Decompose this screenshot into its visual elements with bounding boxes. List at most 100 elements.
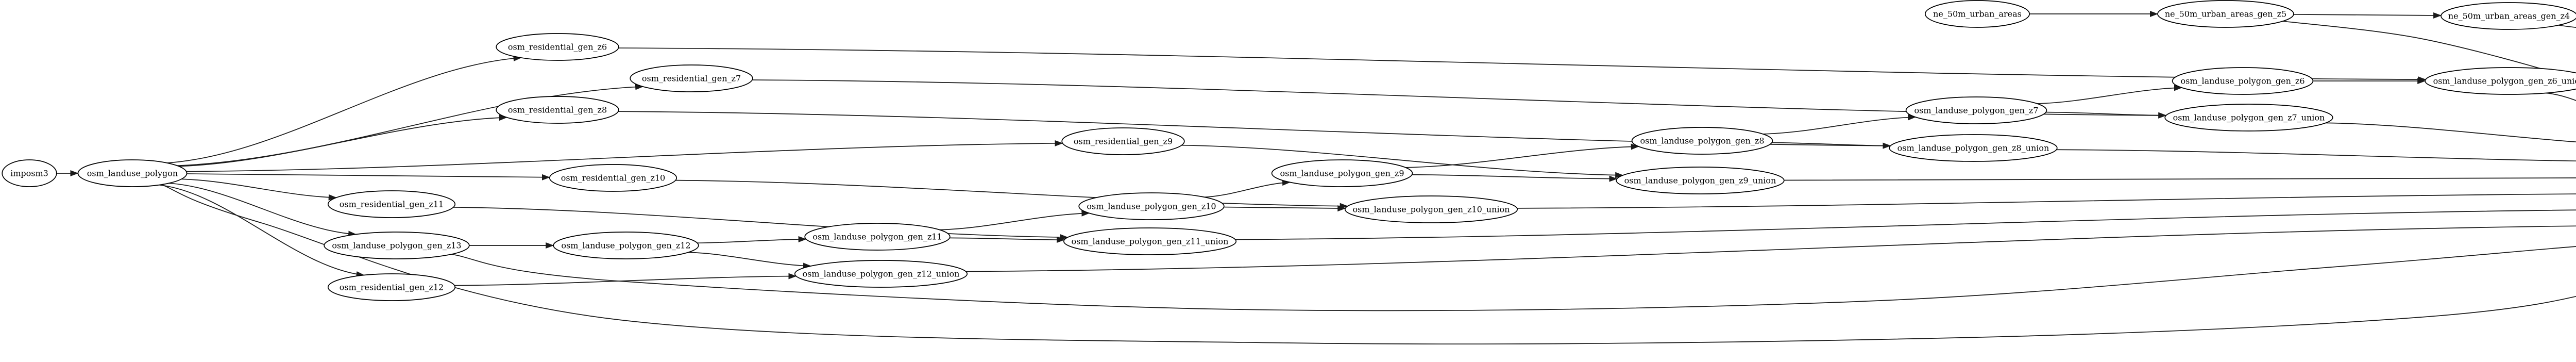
node-ellipse-osm_landuse_polygon_gen_z10_union — [1344, 195, 1518, 223]
node-label-osm_residential_gen_z11: osm_residential_gen_z11 — [340, 200, 444, 209]
node-label-osm_landuse_polygon_gen_z8: osm_landuse_polygon_gen_z8 — [1640, 136, 1764, 146]
edge-osm_landuse_polygon_gen_z11-to-osm_landuse_polygon_gen_z11_union — [950, 237, 1065, 243]
node-ellipse-osm_landuse_polygon_gen_z7 — [1905, 96, 2047, 124]
node-ellipse-osm_landuse_polygon_gen_z11_union — [1063, 227, 1237, 255]
node-osm_residential_gen_z8: osm_residential_gen_z8 — [496, 96, 619, 124]
node-label-ne_50m_urban_areas: ne_50m_urban_areas — [1933, 9, 2022, 19]
node-label-imposm3: imposm3 — [10, 169, 48, 178]
node-ellipse-osm_landuse_polygon_gen_z8_union — [1889, 134, 2058, 162]
node-osm_landuse_polygon_gen_z13: osm_landuse_polygon_gen_z13 — [324, 232, 470, 259]
node-label-osm_landuse_polygon_gen_z11_union: osm_landuse_polygon_gen_z11_union — [1072, 237, 1229, 246]
node-osm_landuse_polygon_gen_z6_union: osm_landuse_polygon_gen_z6_union — [2425, 67, 2576, 95]
edge-osm_landuse_polygon-to-osm_residential_gen_z12 — [159, 184, 365, 277]
node-label-ne_50m_urban_areas_gen_z5: ne_50m_urban_areas_gen_z5 — [2165, 9, 2286, 19]
edge-ne_50m_urban_areas_gen_z5-to-layer_landuse-z5 — [2283, 21, 2576, 79]
edge-ne_50m_urban_areas_gen_z5-to-ne_50m_urban_areas_gen_z4 — [2293, 12, 2442, 19]
edge-osm_landuse_polygon_gen_z10-to-osm_landuse_polygon_gen_z10_union — [1224, 205, 1346, 212]
node-osm_landuse_polygon_gen_z12: osm_landuse_polygon_gen_z12 — [553, 232, 699, 259]
node-label-osm_landuse_polygon_gen_z10_union: osm_landuse_polygon_gen_z10_union — [1353, 205, 1510, 215]
node-osm_landuse_polygon_gen_z9_union: osm_landuse_polygon_gen_z9_union — [1616, 167, 1785, 194]
nodes-layer: imposm3 osm_landuse_polygon osm_residentia… — [2, 0, 2576, 301]
edges-layer — [56, 11, 2576, 344]
edge-osm_landuse_polygon-to-layer_landuse-z14+ — [161, 184, 2576, 344]
node-osm_landuse_polygon: osm_landuse_polygon — [77, 159, 188, 187]
edge-osm_landuse_polygon_gen_z11_union-to-layer_landuse-z11 — [1235, 209, 2576, 240]
edge-osm_residential_gen_z6-to-osm_landuse_polygon_gen_z6_union — [618, 47, 2427, 83]
node-osm_landuse_polygon_gen_z10: osm_landuse_polygon_gen_z10 — [1078, 192, 1225, 220]
edge-osm_landuse_polygon_gen_z13-to-layer_landuse-z13 — [451, 246, 2576, 311]
node-ellipse-osm_residential_gen_z8 — [496, 96, 619, 124]
edge-osm_landuse_polygon_gen_z7-to-osm_landuse_polygon_gen_z6 — [2037, 85, 2182, 104]
node-ne_50m_urban_areas_gen_z4: ne_50m_urban_areas_gen_z4 — [2441, 2, 2576, 30]
edge-osm_residential_gen_z10-to-osm_landuse_polygon_gen_z10_union — [675, 179, 1348, 209]
node-label-osm_residential_gen_z9: osm_residential_gen_z9 — [1074, 137, 1173, 146]
node-label-osm_residential_gen_z10: osm_residential_gen_z10 — [561, 173, 665, 183]
node-label-osm_landuse_polygon_gen_z7: osm_landuse_polygon_gen_z7 — [1914, 106, 2038, 116]
edge-osm_landuse_polygon-to-osm_residential_gen_z8 — [179, 114, 507, 167]
node-ellipse-osm_landuse_polygon_gen_z10 — [1078, 192, 1225, 220]
edge-osm_landuse_polygon_gen_z9-to-osm_landuse_polygon_gen_z8 — [1405, 143, 1639, 168]
node-ellipse-osm_landuse_polygon_gen_z11 — [804, 223, 951, 251]
node-label-osm_landuse_polygon: osm_landuse_polygon — [87, 169, 178, 178]
node-label-osm_residential_gen_z12: osm_residential_gen_z12 — [340, 283, 444, 292]
node-ellipse-osm_residential_gen_z9 — [1061, 127, 1185, 155]
node-osm_landuse_polygon_gen_z7_union: osm_landuse_polygon_gen_z7_union — [2164, 104, 2333, 131]
node-ellipse-osm_residential_gen_z6 — [496, 33, 619, 61]
edge-osm_landuse_polygon-to-osm_residential_gen_z7 — [177, 84, 644, 167]
edge-osm_landuse_polygon-to-osm_landuse_polygon_gen_z13 — [168, 183, 357, 237]
node-ellipse-osm_landuse_polygon_gen_z13 — [324, 232, 470, 259]
node-ellipse-osm_residential_gen_z10 — [549, 164, 677, 192]
node-ellipse-osm_landuse_polygon_gen_z6 — [2172, 67, 2314, 95]
edge-osm_residential_gen_z11-to-osm_landuse_polygon_gen_z11_union — [453, 207, 1069, 241]
node-label-osm_landuse_polygon_gen_z6: osm_landuse_polygon_gen_z6 — [2180, 76, 2304, 86]
node-osm_residential_gen_z10: osm_residential_gen_z10 — [549, 164, 677, 192]
node-ellipse-osm_landuse_polygon_gen_z9_union — [1616, 167, 1785, 194]
edge-osm_landuse_polygon_gen_z12_union-to-layer_landuse-z12 — [965, 225, 2576, 272]
node-osm_residential_gen_z11: osm_residential_gen_z11 — [327, 190, 456, 218]
node-label-osm_landuse_polygon_gen_z8_union: osm_landuse_polygon_gen_z8_union — [1897, 143, 2049, 153]
edge-osm_landuse_polygon_gen_z7_union-to-layer_landuse-z7 — [2326, 122, 2576, 143]
node-ellipse-osm_residential_gen_z11 — [327, 190, 456, 218]
edge-osm_landuse_polygon_gen_z10_union-to-layer_landuse-z10 — [1517, 193, 2576, 209]
node-ellipse-ne_50m_urban_areas — [1924, 0, 2030, 28]
node-imposm3: imposm3 — [2, 159, 57, 187]
node-osm_residential_gen_z9: osm_residential_gen_z9 — [1061, 127, 1185, 155]
node-ellipse-osm_residential_gen_z12 — [327, 273, 456, 301]
node-label-osm_landuse_polygon_gen_z10: osm_landuse_polygon_gen_z10 — [1087, 202, 1216, 211]
node-label-osm_residential_gen_z8: osm_residential_gen_z8 — [508, 105, 607, 115]
node-osm_landuse_polygon_gen_z12_union: osm_landuse_polygon_gen_z12_union — [794, 260, 968, 288]
node-osm_residential_gen_z7: osm_residential_gen_z7 — [630, 64, 753, 92]
node-osm_landuse_polygon_gen_z11: osm_landuse_polygon_gen_z11 — [804, 223, 951, 251]
edge-osm_residential_gen_z12-to-osm_landuse_polygon_gen_z12_union — [454, 273, 797, 286]
edge-osm_landuse_polygon_gen_z12-to-osm_landuse_polygon_gen_z11 — [697, 236, 807, 244]
node-ellipse-osm_landuse_polygon_gen_z12_union — [794, 260, 968, 288]
node-label-osm_residential_gen_z7: osm_residential_gen_z7 — [642, 74, 741, 84]
node-osm_residential_gen_z6: osm_residential_gen_z6 — [496, 33, 619, 61]
node-ellipse-osm_landuse_polygon — [77, 159, 188, 187]
edge-osm_landuse_polygon-to-osm_residential_gen_z11 — [181, 178, 337, 201]
node-label-osm_residential_gen_z6: osm_residential_gen_z6 — [508, 42, 607, 52]
node-osm_residential_gen_z12: osm_residential_gen_z12 — [327, 273, 456, 301]
edge-osm_landuse_polygon_gen_z12-to-osm_landuse_polygon_gen_z12_union — [688, 252, 811, 269]
node-ne_50m_urban_areas: ne_50m_urban_areas — [1924, 0, 2030, 28]
node-label-osm_landuse_polygon_gen_z12: osm_landuse_polygon_gen_z12 — [561, 241, 690, 251]
node-osm_landuse_polygon_gen_z11_union: osm_landuse_polygon_gen_z11_union — [1063, 227, 1237, 255]
edge-osm_landuse_polygon-to-osm_residential_gen_z6 — [167, 55, 522, 163]
edge-osm_landuse_polygon_gen_z8-to-osm_landuse_polygon_gen_z7 — [1762, 114, 1917, 135]
edge-osm_landuse_polygon-to-osm_residential_gen_z9 — [186, 140, 1063, 172]
node-label-osm_landuse_polygon_gen_z11: osm_landuse_polygon_gen_z11 — [812, 232, 942, 242]
node-osm_landuse_polygon_gen_z8_union: osm_landuse_polygon_gen_z8_union — [1889, 134, 2058, 162]
node-label-osm_landuse_polygon_gen_z12_union: osm_landuse_polygon_gen_z12_union — [803, 269, 960, 279]
node-label-osm_landuse_polygon_gen_z7_union: osm_landuse_polygon_gen_z7_union — [2173, 113, 2325, 123]
node-ellipse-ne_50m_urban_areas_gen_z4 — [2441, 2, 2576, 30]
node-ellipse-osm_landuse_polygon_gen_z9 — [1271, 159, 1413, 187]
edge-osm_landuse_polygon_gen_z9_union-to-layer_landuse-z9 — [1784, 177, 2576, 181]
node-label-osm_landuse_polygon_gen_z9_union: osm_landuse_polygon_gen_z9_union — [1624, 176, 1776, 186]
node-ellipse-osm_landuse_polygon_gen_z8 — [1631, 127, 1773, 155]
node-ellipse-osm_residential_gen_z7 — [630, 64, 753, 92]
edge-osm_landuse_polygon-to-osm_residential_gen_z10 — [187, 173, 550, 180]
node-ne_50m_urban_areas_gen_z5: ne_50m_urban_areas_gen_z5 — [2157, 0, 2294, 28]
node-osm_landuse_polygon_gen_z8: osm_landuse_polygon_gen_z8 — [1631, 127, 1773, 155]
